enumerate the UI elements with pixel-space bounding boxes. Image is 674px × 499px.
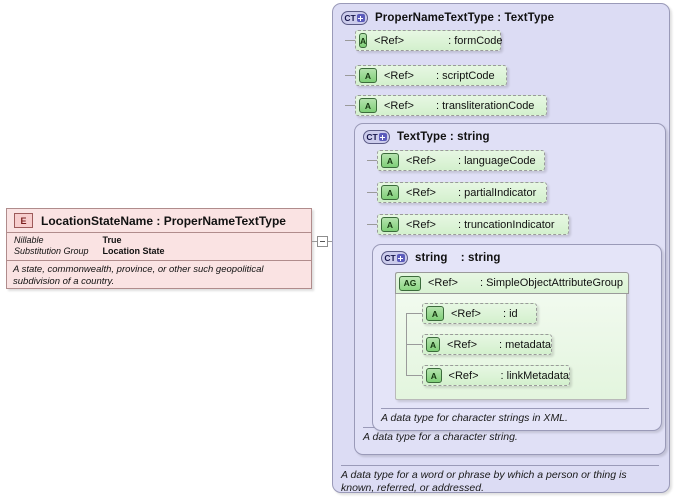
- attribute-icon: A: [381, 217, 399, 232]
- complex-type-badge-label: CT: [384, 252, 396, 263]
- complex-type-header-string: CT string : string: [381, 251, 501, 265]
- attribute-name-id: : id: [502, 307, 518, 320]
- element-title: LocationStateName : ProperNameTextType: [41, 213, 286, 228]
- attribute-row-languagecode[interactable]: A <Ref> : languageCode: [377, 150, 545, 171]
- attribute-name-metadata: : metadata: [499, 338, 551, 351]
- attribute-icon: A: [359, 68, 377, 83]
- attribute-icon: A: [359, 98, 377, 113]
- attribute-row-scriptcode[interactable]: A <Ref> : scriptCode: [355, 65, 507, 86]
- element-documentation: A state, commonwealth, province, or othe…: [7, 260, 311, 290]
- attribute-row-id[interactable]: A <Ref> : id: [422, 303, 537, 324]
- complex-type-header-texttype: CT TextType : string: [363, 130, 490, 144]
- connector-stub-partialindicator: [367, 192, 377, 193]
- attribute-group-name: : SimpleObjectAttributeGroup: [479, 277, 624, 289]
- plus-icon: [356, 14, 365, 22]
- element-header: E LocationStateName : ProperNameTextType: [7, 209, 311, 233]
- connector-stub-id: [406, 313, 422, 314]
- plus-icon: [378, 133, 387, 141]
- attribute-name-languagecode: : languageCode: [457, 154, 536, 167]
- complex-type-box-string[interactable]: CT string : string AG <Ref> : SimpleObje…: [372, 244, 662, 431]
- attribute-ref-label: <Ref>: [406, 218, 436, 231]
- attribute-ref-label: <Ref>: [384, 99, 414, 112]
- connector-stub-linkmetadata: [406, 375, 422, 376]
- attribute-group-ref-label: <Ref>: [428, 277, 458, 289]
- complex-type-title: string : string: [415, 252, 501, 264]
- collapse-minus-icon[interactable]: [317, 236, 328, 247]
- complex-type-documentation-propernametexttype: A data type for a word or phrase by whic…: [341, 465, 659, 494]
- element-property-row: Nillable True: [14, 235, 165, 246]
- plus-icon: [396, 254, 405, 262]
- attribute-name-linkmetadata: : linkMetadata: [500, 369, 570, 382]
- attribute-ref-label: <Ref>: [447, 338, 477, 351]
- connector-stub-transliterationcode: [345, 105, 355, 106]
- attribute-name-partialindicator: : partialIndicator: [457, 186, 537, 199]
- attribute-row-linkmetadata[interactable]: A <Ref> : linkMetadata: [422, 365, 570, 386]
- attribute-name-scriptcode: : scriptCode: [435, 69, 495, 82]
- attribute-row-transliterationcode[interactable]: A <Ref> : transliterationCode: [355, 95, 547, 116]
- attribute-row-truncationindicator[interactable]: A <Ref> : truncationIndicator: [377, 214, 569, 235]
- attribute-icon: A: [426, 368, 442, 383]
- attribute-icon: A: [359, 33, 368, 48]
- attribute-ref-label: <Ref>: [384, 69, 414, 82]
- element-property-key: Substitution Group: [14, 246, 89, 256]
- element-property-value: True: [102, 235, 122, 245]
- element-property-key: Nillable: [14, 235, 44, 245]
- attribute-group-icon: AG: [399, 275, 421, 291]
- attribute-icon: A: [381, 153, 399, 168]
- complex-type-expand-icon[interactable]: CT: [341, 11, 368, 25]
- attribute-icon: A: [381, 185, 399, 200]
- attribute-group-box-simpleobjectattributegroup[interactable]: AG <Ref> : SimpleObjectAttributeGroup A …: [395, 272, 629, 400]
- connector-element-to-minus: [312, 241, 318, 242]
- attribute-row-metadata[interactable]: A <Ref> : metadata: [422, 334, 552, 355]
- complex-type-badge-label: CT: [344, 12, 356, 23]
- connector-stub-languagecode: [367, 160, 377, 161]
- complex-type-badge-label: CT: [366, 131, 378, 142]
- complex-type-expand-icon[interactable]: CT: [363, 130, 390, 144]
- complex-type-expand-icon[interactable]: CT: [381, 251, 408, 265]
- complex-type-title: ProperNameTextType : TextType: [375, 12, 555, 24]
- element-box-location-state-name[interactable]: E LocationStateName : ProperNameTextType…: [6, 208, 312, 289]
- connector-stub-formcode: [345, 40, 355, 41]
- attribute-ref-label: <Ref>: [406, 154, 436, 167]
- attribute-name-truncationindicator: : truncationIndicator: [457, 218, 555, 231]
- attribute-name-formcode: : formCode: [448, 34, 503, 47]
- attribute-ref-label: <Ref>: [406, 186, 436, 199]
- attribute-row-partialindicator[interactable]: A <Ref> : partialIndicator: [377, 182, 547, 203]
- element-property-value: Location State: [102, 246, 165, 256]
- complex-type-header-propernametexttype: CT ProperNameTextType : TextType: [341, 11, 554, 25]
- element-icon: E: [14, 213, 33, 228]
- connector-stub-truncationindicator: [367, 224, 377, 225]
- attribute-row-formcode[interactable]: A <Ref> : formCode: [355, 30, 503, 51]
- attribute-ref-label: <Ref>: [451, 307, 481, 320]
- element-properties: Nillable True Substitution Group Locatio…: [14, 235, 165, 257]
- connector-stub-scriptcode: [345, 75, 355, 76]
- attribute-name-transliterationcode: : transliterationCode: [435, 99, 535, 112]
- attribute-icon: A: [426, 337, 441, 352]
- attribute-ref-label: <Ref>: [374, 34, 405, 47]
- complex-type-title: TextType : string: [397, 131, 490, 143]
- connector-stub-metadata: [406, 344, 422, 345]
- complex-type-documentation-string: A data type for character strings in XML…: [381, 408, 649, 425]
- attribute-group-row[interactable]: AG <Ref> : SimpleObjectAttributeGroup: [395, 272, 629, 294]
- attribute-ref-label: <Ref>: [448, 369, 479, 382]
- attribute-icon: A: [426, 306, 444, 321]
- element-property-row: Substitution Group Location State: [14, 246, 165, 257]
